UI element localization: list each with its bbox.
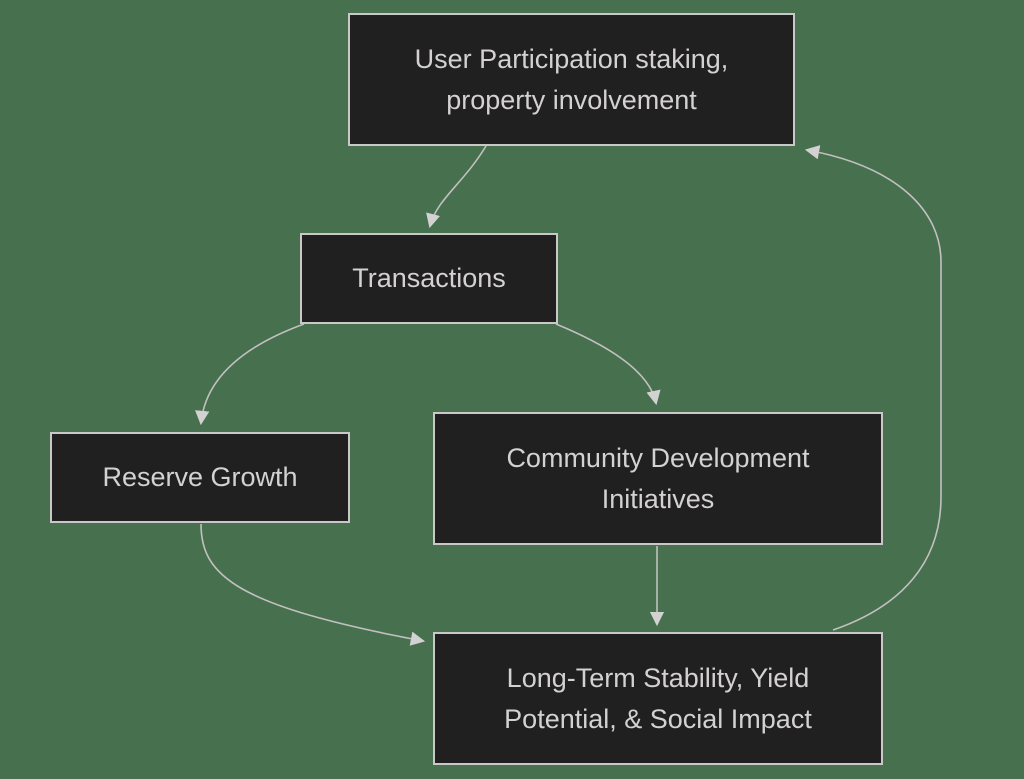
node-user-participation: User Participation staking, property inv… [348, 13, 795, 146]
node-long-term: Long-Term Stability, Yield Potential, & … [433, 632, 883, 765]
node-community-development-label: Community Development Initiatives [506, 443, 810, 514]
edge-transactions-to-reserve-growth [195, 323, 305, 426]
node-reserve-growth: Reserve Growth [50, 432, 350, 523]
node-reserve-growth-label: Reserve Growth [102, 462, 298, 493]
node-long-term-label: Long-Term Stability, Yield Potential, & … [504, 663, 812, 734]
edge-user-participation-to-transactions [426, 145, 487, 229]
node-transactions: Transactions [300, 233, 558, 324]
node-community-development: Community Development Initiatives [433, 412, 883, 545]
edge-reserve-growth-to-long-term [200, 523, 426, 646]
edge-transactions-to-community-development [555, 323, 661, 406]
edge-long-term-to-user-participation [804, 145, 942, 631]
node-transactions-label: Transactions [352, 263, 506, 294]
node-user-participation-label: User Participation staking, property inv… [414, 44, 729, 115]
